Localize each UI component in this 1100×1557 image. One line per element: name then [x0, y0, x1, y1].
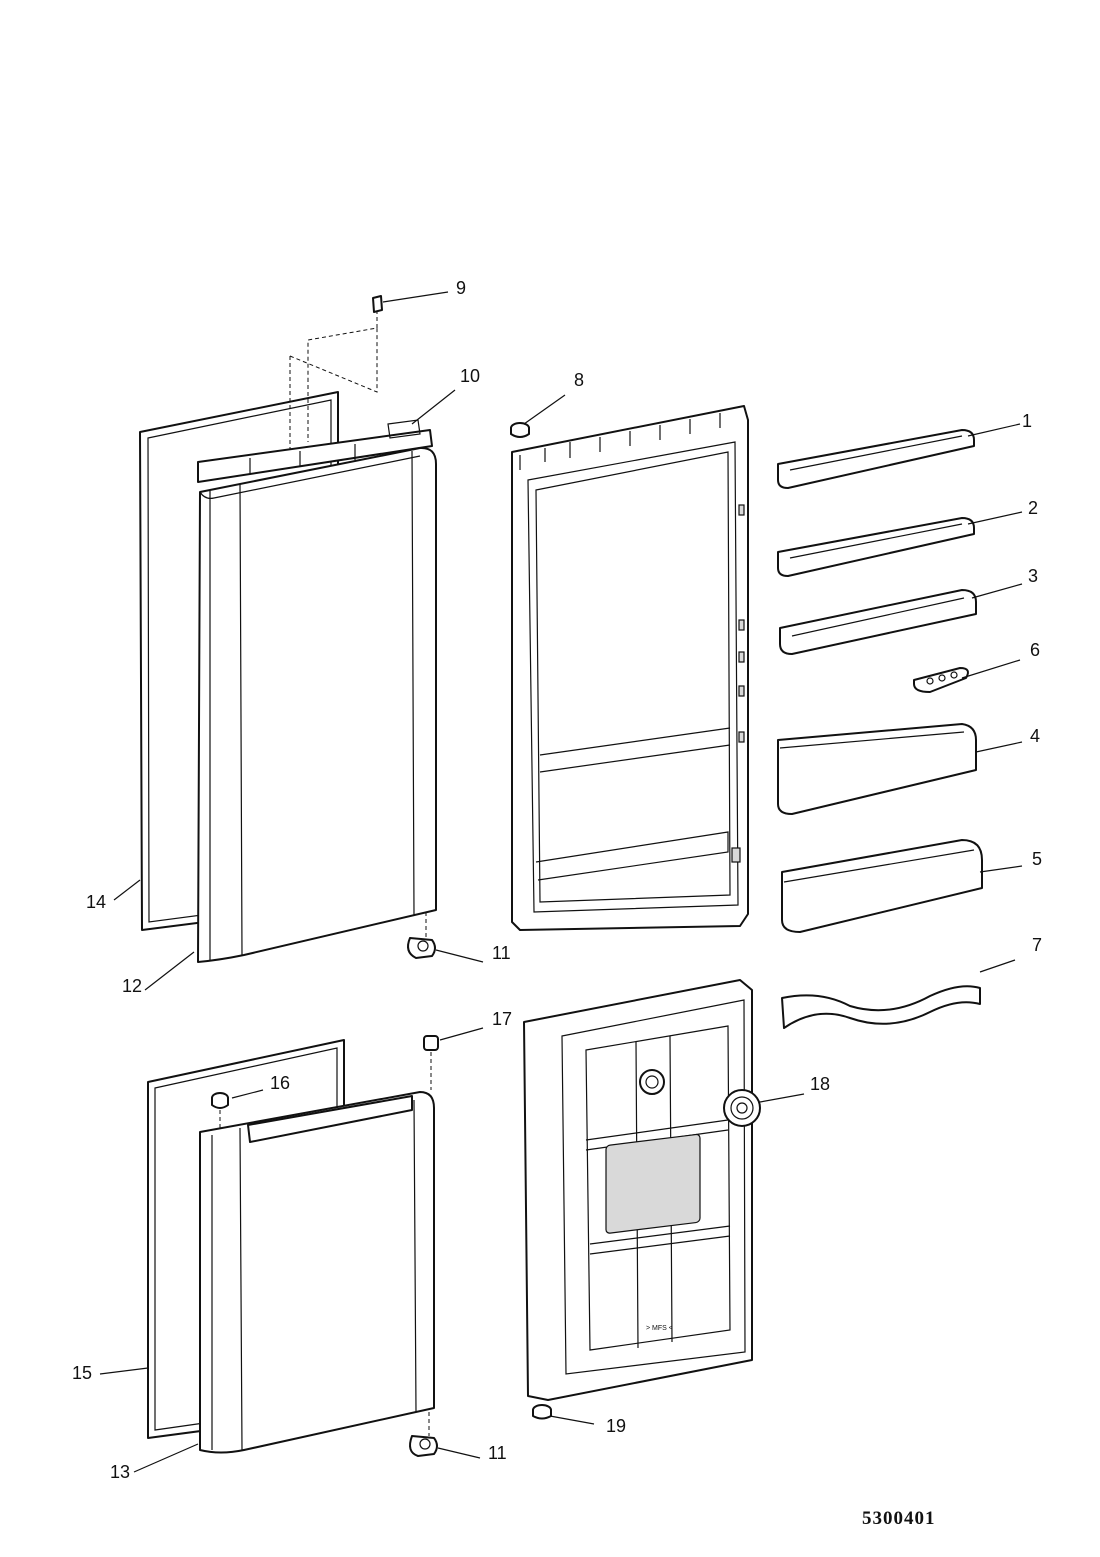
callout-1: 1: [1022, 411, 1032, 431]
upper-door-hinge: [407, 912, 436, 959]
callout-labels: 1 2 3 4 5 6 7 8 9 10 11 11 12 13 14 15 1…: [72, 278, 1042, 1482]
callout-18: 18: [810, 1074, 830, 1094]
upper-door-liner: [511, 405, 749, 931]
callout-6: 6: [1030, 640, 1040, 660]
lower-door-knob: [723, 1089, 761, 1127]
door-shelf-2: [777, 517, 975, 577]
callout-14: 14: [86, 892, 106, 912]
callout-9: 9: [456, 278, 466, 298]
callout-5: 5: [1032, 849, 1042, 869]
drawing-code: 5300401: [862, 1508, 936, 1529]
callout-11-lower: 11: [488, 1443, 507, 1463]
callout-7: 7: [1032, 935, 1042, 955]
callout-17: 17: [492, 1009, 512, 1029]
leader-lines: [99, 291, 1023, 1473]
lower-door-foot: [532, 1404, 552, 1420]
lower-door-panel: [199, 1091, 435, 1454]
door-shelf-1: [777, 429, 975, 489]
lower-door-liner: [523, 979, 753, 1401]
callout-11-upper: 11: [492, 943, 511, 963]
callout-10: 10: [460, 366, 480, 386]
lower-door-cap: [211, 1092, 229, 1128]
callout-16: 16: [270, 1073, 290, 1093]
upper-door-panel: [197, 446, 437, 963]
bottle-shelf: [781, 839, 983, 933]
callout-8: 8: [574, 370, 584, 390]
door-shelf-3: [779, 589, 977, 655]
callout-15: 15: [72, 1363, 92, 1383]
lower-door-hinge: [409, 1412, 438, 1457]
callout-3: 3: [1028, 566, 1038, 586]
door-shelf-4: [777, 723, 977, 815]
panel-marking: > MFS <: [646, 1325, 673, 1332]
callout-2: 2: [1028, 498, 1038, 518]
callout-4: 4: [1030, 726, 1040, 746]
callout-19: 19: [606, 1416, 626, 1436]
hinge-clip: [372, 295, 383, 313]
callout-13: 13: [110, 1462, 130, 1482]
callout-12: 12: [122, 976, 142, 996]
lower-hinge-cap: [423, 1035, 439, 1090]
door-top-trim: [197, 419, 433, 483]
upper-door-cap: [510, 422, 530, 438]
bottle-retainer: [781, 985, 981, 1029]
assembly-guide-lines: [289, 312, 378, 452]
egg-tray: [913, 667, 969, 693]
